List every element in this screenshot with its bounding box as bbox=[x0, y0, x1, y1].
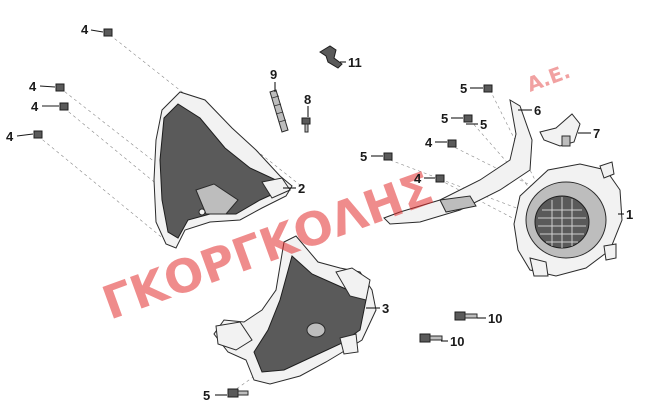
part-11-clip bbox=[319, 45, 343, 69]
part-3-lower-cover bbox=[213, 235, 377, 385]
callout-label: 4 bbox=[31, 99, 39, 114]
callout-label: 4 bbox=[29, 79, 37, 94]
part-9-spring bbox=[269, 89, 289, 133]
part-7-small-bracket bbox=[539, 113, 581, 147]
callout-label: 10 bbox=[488, 311, 502, 326]
callout-label: 7 bbox=[593, 126, 600, 141]
callout-label: 4 bbox=[414, 171, 422, 186]
callout-label: 10 bbox=[450, 334, 464, 349]
callout-leaders bbox=[16, 29, 624, 396]
callout-label: 3 bbox=[382, 301, 389, 316]
part-10-bolts bbox=[419, 311, 478, 343]
part-1-fan-cover bbox=[513, 161, 623, 277]
callout-label: 4 bbox=[6, 129, 14, 144]
callout-label: 6 bbox=[534, 103, 541, 118]
callout-label: 4 bbox=[81, 22, 89, 37]
callout-labels: 4 4 4 4 9 8 11 2 3 5 5 5 6 5 7 4 4 1 10 … bbox=[6, 22, 633, 349]
callout-label: 5 bbox=[360, 149, 367, 164]
part-8-screw bbox=[301, 117, 311, 133]
callout-label: 5 bbox=[460, 81, 467, 96]
callout-label: 11 bbox=[348, 55, 362, 70]
callout-label-bottom: 5 bbox=[203, 388, 210, 403]
callout-label: 5 bbox=[480, 117, 487, 132]
callout-label: 5 bbox=[441, 111, 448, 126]
callout-label: 1 bbox=[626, 207, 633, 222]
callout-label: 2 bbox=[298, 181, 305, 196]
fastener-screws bbox=[33, 28, 493, 398]
callout-label: 9 bbox=[270, 67, 277, 82]
watermark-corner-text: Α.Ε. bbox=[524, 59, 574, 97]
part-2-left-shroud bbox=[153, 91, 293, 249]
callout-label: 4 bbox=[425, 135, 433, 150]
callout-label: 8 bbox=[304, 92, 311, 107]
part-6-bracket bbox=[383, 99, 533, 225]
